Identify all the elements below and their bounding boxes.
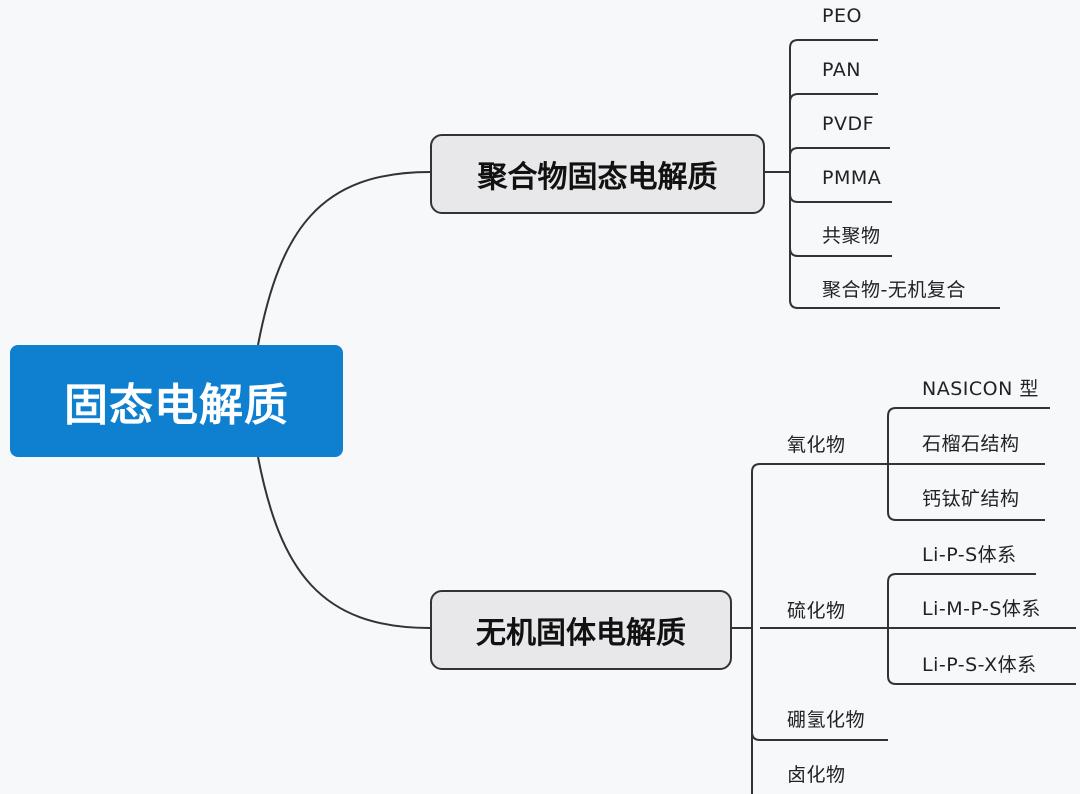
leaf-composite[interactable]: 聚合物-无机复合 (822, 279, 966, 301)
group-halide[interactable]: 卤化物 (787, 764, 846, 786)
edge-root-inorganic (257, 456, 431, 629)
leaf-perovskite[interactable]: 钙钛矿结构 (922, 488, 1020, 510)
leaf-garnet[interactable]: 石榴石结构 (922, 433, 1020, 455)
branch-inorganic[interactable]: 无机固体电解质 (430, 590, 732, 670)
leaf-pmma[interactable]: PMMA (822, 167, 882, 189)
leaf-pan[interactable]: PAN (822, 59, 861, 81)
leaf-lpsx[interactable]: Li-P-S-X体系 (922, 654, 1037, 676)
group-oxide[interactable]: 氧化物 (787, 434, 846, 456)
leaf-peo[interactable]: PEO (822, 5, 862, 27)
leaf-nasicon[interactable]: NASICON 型 (922, 378, 1039, 400)
group-sulfide[interactable]: 硫化物 (787, 600, 846, 622)
edge-root-polymer (257, 171, 431, 346)
root-node[interactable]: 固态电解质 (10, 345, 343, 457)
branch-polymer[interactable]: 聚合物固态电解质 (430, 134, 765, 214)
leaf-lps[interactable]: Li-P-S体系 (922, 544, 1017, 566)
leaf-pvdf[interactable]: PVDF (822, 113, 875, 135)
group-borohydride[interactable]: 硼氢化物 (787, 709, 866, 731)
leaf-lmps[interactable]: Li-M-P-S体系 (922, 598, 1041, 620)
leaf-copolymer[interactable]: 共聚物 (822, 225, 881, 247)
